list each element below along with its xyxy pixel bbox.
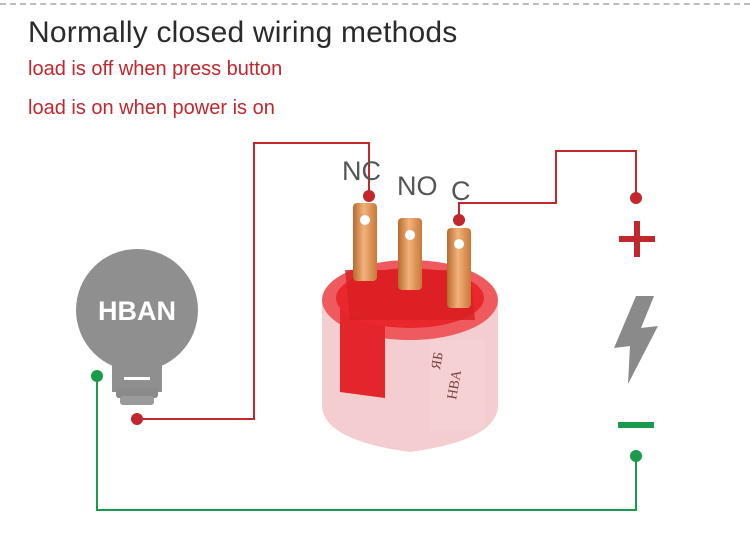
terminal-nc-dot xyxy=(363,190,375,202)
page-title: Normally closed wiring methods xyxy=(28,16,458,49)
minus-terminal-dot xyxy=(630,450,642,462)
subtitle-press: load is off when press button xyxy=(28,58,283,80)
wire-nc-to-bulb xyxy=(137,142,370,420)
lightning-bolt-icon xyxy=(614,296,658,384)
terminal-c-dot xyxy=(453,214,465,226)
svg-text:HBA: HBA xyxy=(445,368,465,401)
bulb-brand-label: HBAN xyxy=(98,296,176,326)
minus-icon xyxy=(618,422,654,428)
bulb-icon xyxy=(76,249,198,405)
subtitle-power: load is on when power is on xyxy=(28,97,275,119)
plus-terminal-dot xyxy=(630,192,642,204)
bulb-dot-red xyxy=(131,413,143,425)
label-c: C xyxy=(451,176,471,206)
svg-text:ЯБ: ЯБ xyxy=(429,351,447,371)
wire-c-to-plus xyxy=(458,150,637,220)
push-button-switch: ЯБ HBA xyxy=(322,203,498,452)
wire-green-return xyxy=(96,376,637,511)
bulb-dot-green xyxy=(91,370,103,382)
label-no: NO xyxy=(397,171,438,201)
plus-icon xyxy=(619,221,655,257)
label-nc: NC xyxy=(342,156,381,186)
dashed-top-border xyxy=(0,3,750,5)
